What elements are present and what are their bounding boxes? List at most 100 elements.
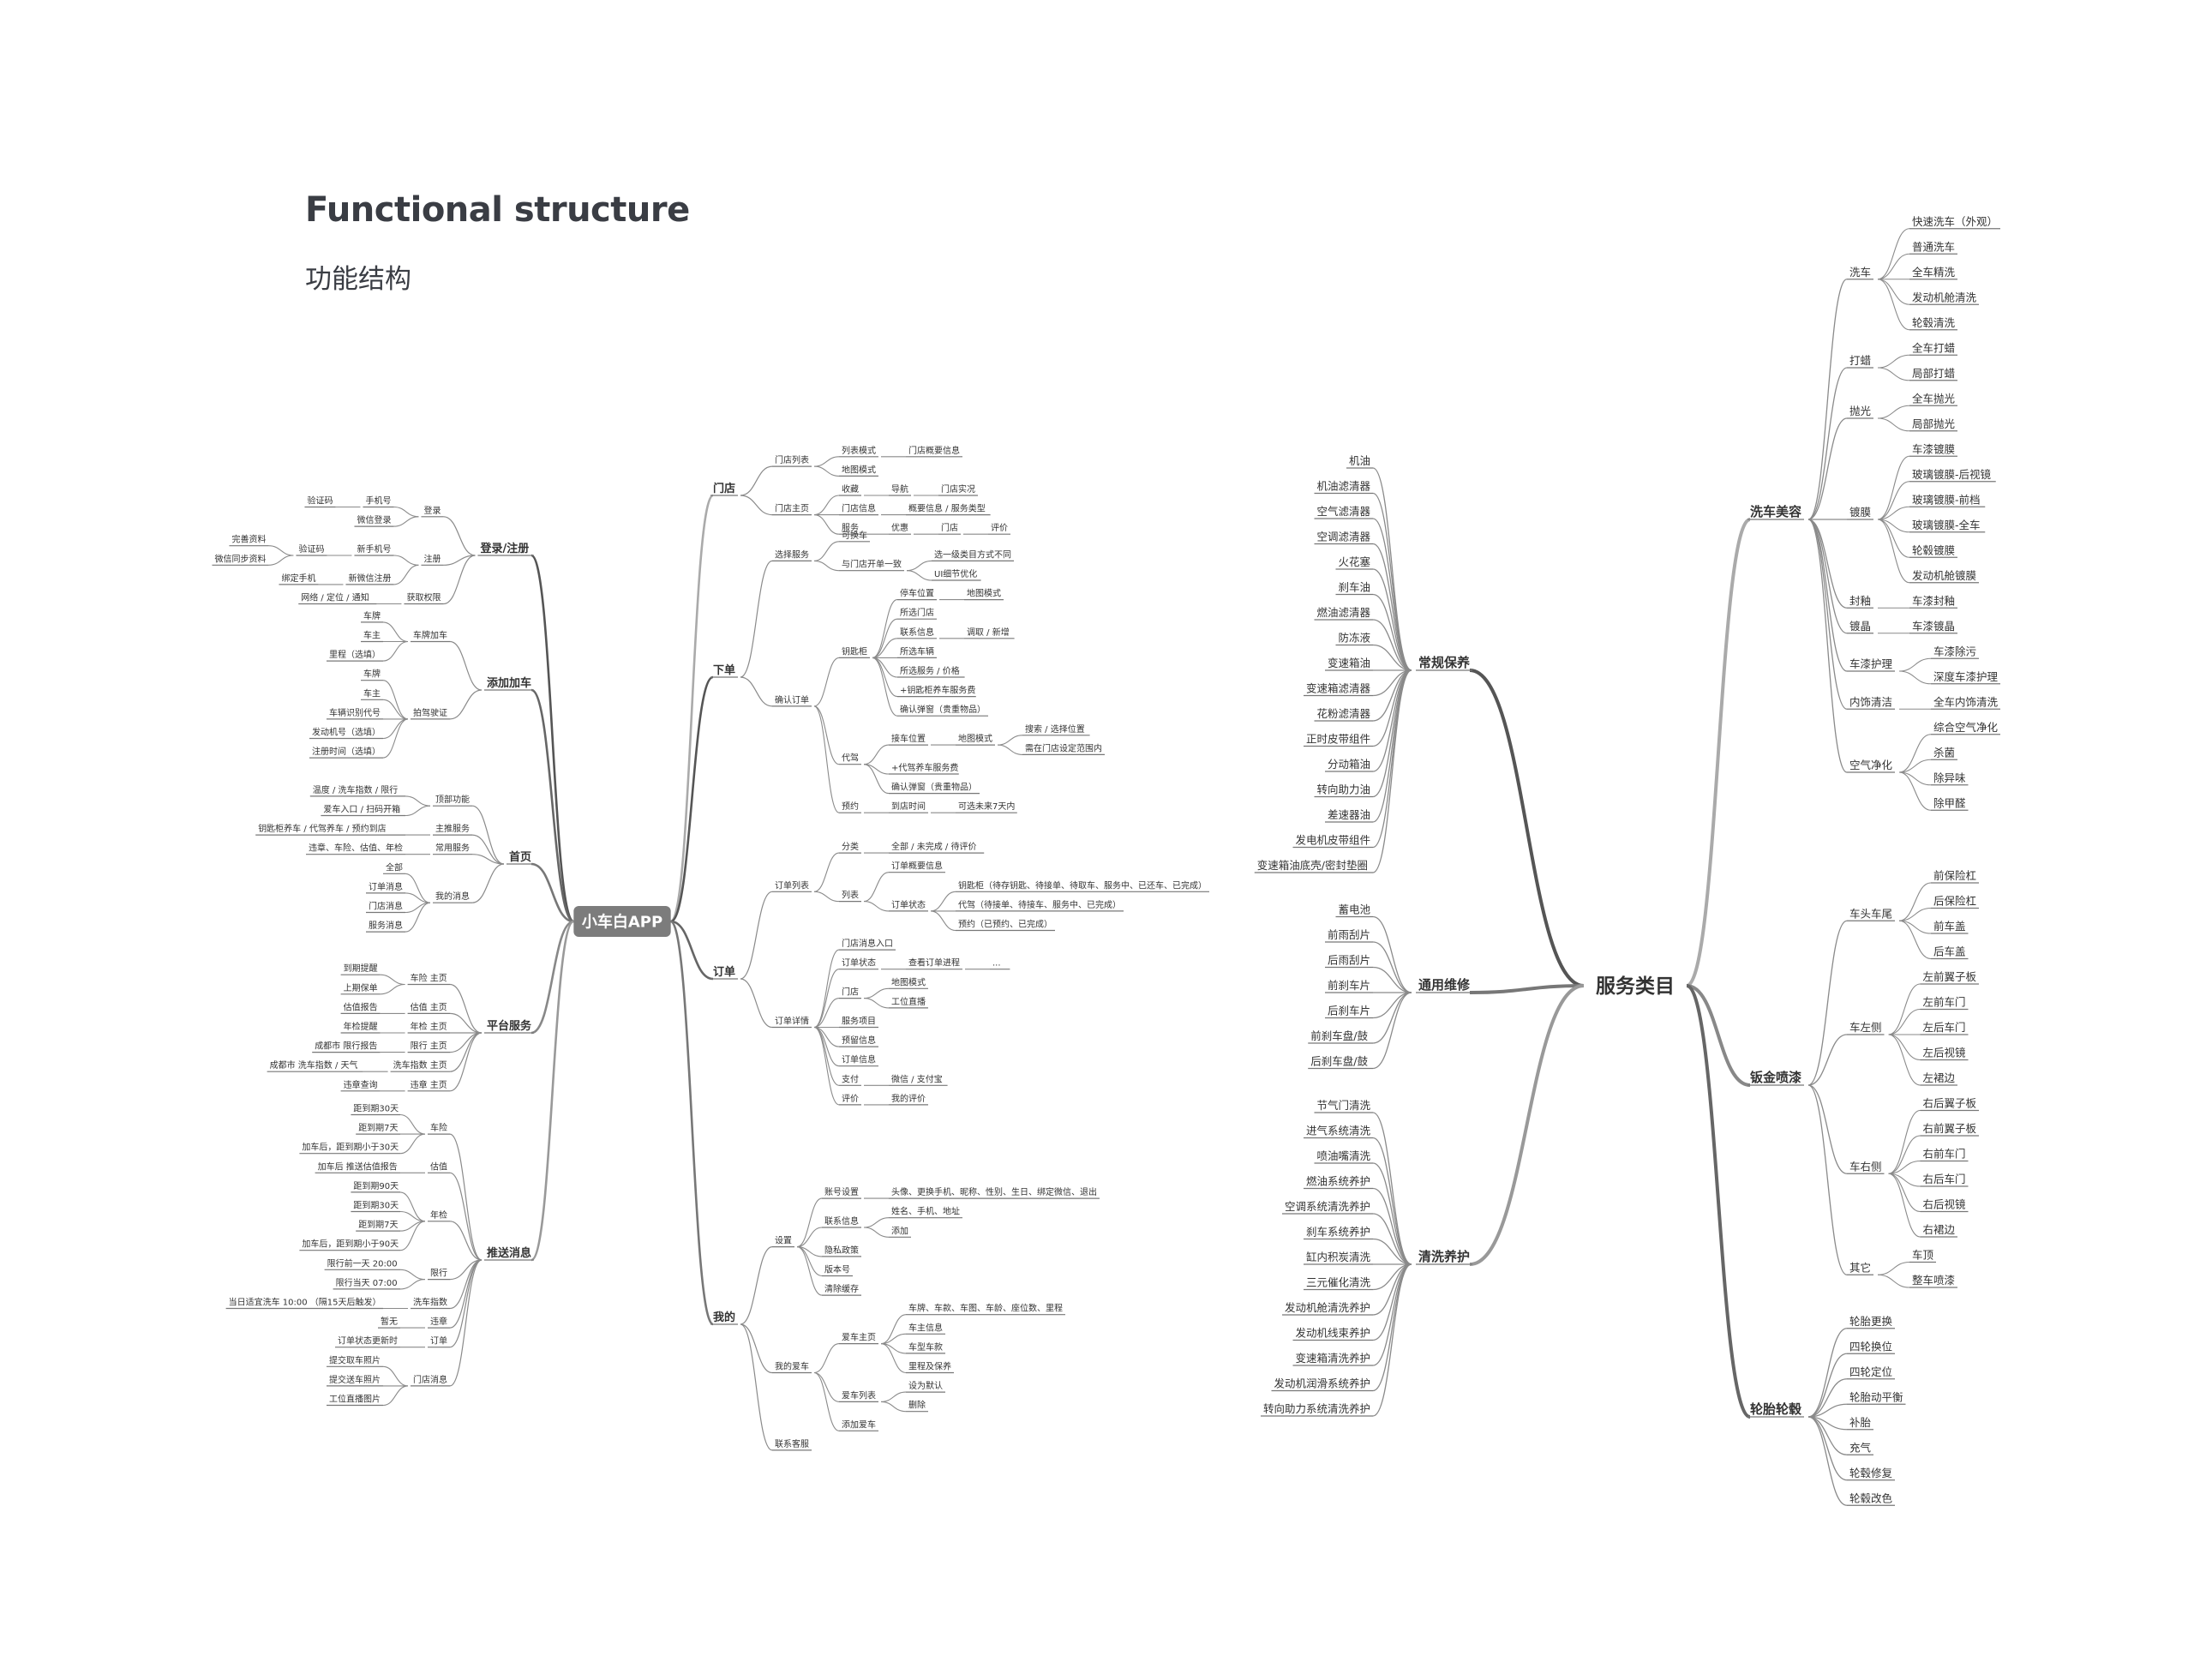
map-node: 轮毂修复: [1849, 1467, 1893, 1479]
map-node: 优惠: [891, 522, 908, 533]
branch-connector: [1898, 771, 1932, 811]
map-node: 姓名、手机、地址: [891, 1206, 960, 1217]
branch-connector: [1898, 670, 1932, 685]
branch-connector: [393, 506, 419, 518]
map-node: 选择服务: [775, 549, 809, 560]
branch-label: 我的: [713, 1311, 735, 1324]
branch-connector: [1807, 519, 1848, 634]
branch-connector: [1898, 771, 1932, 786]
map-node: 缸内积炭清洗: [1306, 1251, 1371, 1263]
map-node: 补胎: [1849, 1416, 1872, 1429]
map-node: 我的消息: [435, 891, 470, 902]
map-node: 钥匙柜（待存钥匙、待接单、待取车、服务中、已还车、已完成）: [958, 879, 1207, 891]
branch-connector: [1888, 983, 1921, 1035]
map-node: 除异味: [1933, 771, 1966, 784]
branch-connector: [1469, 984, 1585, 1266]
branch-connector: [1877, 1261, 1910, 1275]
branch-connector: [1372, 1263, 1412, 1392]
branch-connector: [1877, 253, 1910, 280]
branch-connector: [399, 1113, 426, 1135]
branch-connector: [449, 1032, 483, 1092]
branch-connector: [906, 570, 932, 581]
map-node: 全车内饰清洗: [1933, 695, 1999, 708]
branch-connector: [1807, 1378, 1848, 1418]
map-node: 预留信息: [842, 1035, 876, 1046]
map-node: 验证码: [298, 543, 324, 555]
map-node: 分动箱油: [1328, 758, 1370, 771]
branch-label: 平台服务: [487, 1019, 532, 1033]
branch-connector: [1877, 519, 1910, 558]
branch-connector: [1898, 920, 1932, 960]
branch-connector: [1372, 1112, 1412, 1265]
map-node: UI细节优化: [934, 568, 977, 579]
map-node: 右前车门: [1923, 1148, 1966, 1161]
map-node: 刹车系统养护: [1306, 1226, 1370, 1239]
branch-connector: [1888, 1034, 1921, 1086]
map-node: +钥匙柜养车服务费: [900, 685, 975, 696]
map-node: 可换车: [842, 530, 867, 541]
branch-connector: [863, 744, 890, 765]
map-node: 主推服务: [435, 823, 470, 834]
branch-connector: [1686, 984, 1751, 1087]
branch-connector: [880, 1401, 907, 1413]
map-node: 订单概要信息: [891, 861, 943, 872]
map-node: 转向助力系统清洗养护: [1263, 1402, 1370, 1415]
map-node: 爱车列表: [842, 1389, 876, 1401]
map-node: 距到期7天: [358, 1220, 398, 1230]
branch-connector: [268, 555, 294, 566]
map-node: 暂无: [381, 1317, 398, 1327]
map-node: 地图模式: [891, 976, 926, 987]
branch-connector: [1807, 1353, 1848, 1418]
branch-connector: [740, 1246, 773, 1325]
map-node: 机油滤清器: [1317, 480, 1371, 493]
branch-connector: [813, 705, 840, 813]
branch-connector: [405, 805, 431, 817]
branch-connector: [1372, 669, 1412, 873]
branch-label: 门店: [713, 482, 735, 495]
map-node: 设为默认: [908, 1380, 943, 1391]
map-node: 版本号: [824, 1264, 850, 1275]
map-node: 上期保单: [344, 982, 378, 993]
branch-connector: [1877, 279, 1910, 331]
map-node: 钥匙柜: [842, 645, 867, 657]
branch-connector: [1372, 1162, 1412, 1265]
map-node: 分类: [842, 841, 859, 852]
map-node: 限行前一天 20:00: [327, 1257, 398, 1269]
branch-connector: [393, 516, 419, 527]
map-node: 估值 主页: [411, 1001, 447, 1012]
map-node: 洗车指数: [413, 1297, 447, 1308]
branch-connector: [1807, 1084, 1848, 1275]
branch-connector: [863, 1217, 890, 1228]
branch-connector: [1888, 1008, 1921, 1035]
map-node: 添加爱车: [842, 1419, 876, 1430]
map-node: 订单状态更新时: [338, 1335, 398, 1347]
map-node: 发动机舱镀膜: [1912, 569, 1976, 582]
map-node: 四轮换位: [1849, 1340, 1892, 1353]
map-node: 杀菌: [1933, 746, 1955, 759]
map-node: 订单消息: [369, 881, 403, 892]
branch-connector: [1877, 228, 1910, 280]
branch-connector: [531, 920, 575, 1262]
branch-connector: [1877, 354, 1910, 369]
map-node: 玻璃镀膜-全车: [1912, 519, 1981, 531]
map-node: 查看订单进程: [908, 957, 960, 969]
branch-connector: [1372, 1238, 1412, 1265]
map-node: 左裙边: [1923, 1071, 1956, 1084]
map-node: 所选服务 / 价格: [900, 665, 960, 676]
branch-label: 订单: [713, 965, 735, 979]
branch-connector: [880, 1333, 907, 1345]
branch-connector: [813, 1026, 840, 1106]
map-node: 违章、车险、估值、年检: [309, 843, 403, 854]
map-node: 车型车款: [908, 1341, 943, 1353]
map-node: 网络 / 定位 / 通知: [301, 592, 369, 603]
map-node: 全车抛光: [1912, 392, 1955, 405]
map-node: 左后车门: [1923, 1021, 1966, 1034]
map-node: 右前翼子板: [1923, 1122, 1977, 1135]
map-node: 距到期30天: [353, 1104, 399, 1114]
branch-connector: [1372, 966, 1412, 993]
branch-connector: [449, 1259, 483, 1387]
branch-connector: [740, 1323, 773, 1374]
branch-connector: [1898, 882, 1932, 921]
map-node: 轮毂清洗: [1912, 316, 1956, 329]
map-node: 车辆识别代号: [329, 707, 381, 718]
